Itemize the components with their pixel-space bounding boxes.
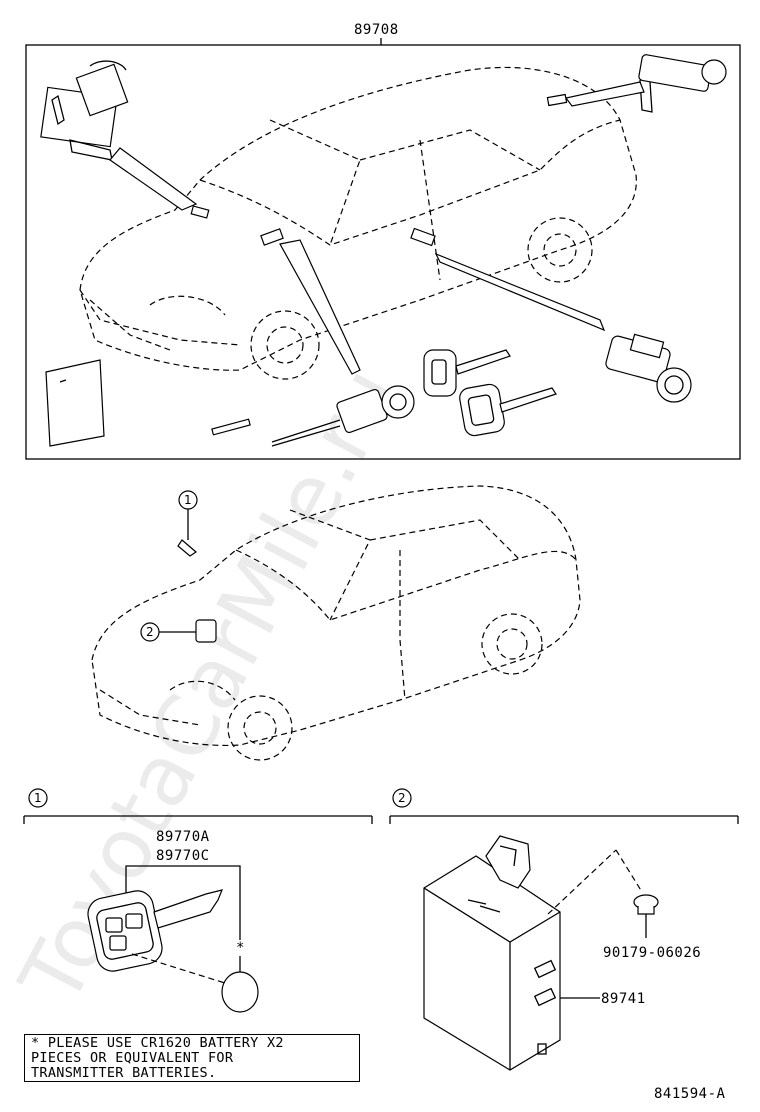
detail-1-frame xyxy=(23,788,373,824)
receiver-unit-illustration xyxy=(40,60,210,219)
battery-note-line-1: * PLEASE USE CR1620 BATTERY X2 xyxy=(31,1035,284,1051)
battery-illustration xyxy=(221,956,259,1013)
trunk-lock-illustration xyxy=(546,54,727,113)
key-illustration-top xyxy=(423,349,557,437)
detail-1-ref: 1 xyxy=(34,791,42,805)
top-car-illustration xyxy=(79,66,637,380)
callout-1 xyxy=(177,490,198,557)
detail-2-module-part: 89741 xyxy=(601,991,646,1007)
detail-2-clip-part: 90179-06026 xyxy=(603,945,701,961)
battery-note: * PLEASE USE CR1620 BATTERY X2 PIECES OR… xyxy=(24,1034,360,1082)
kit-box xyxy=(25,38,741,460)
detail-2-frame xyxy=(389,788,739,824)
battery-note-line-3: TRANSMITTER BATTERIES. xyxy=(31,1065,217,1081)
diagram-id: 841594-A xyxy=(654,1086,726,1102)
watermark: ToyotaCarMile.ru xyxy=(1,352,418,1020)
battery-note-line-2: PIECES OR EQUIVALENT FOR xyxy=(31,1050,234,1066)
callout-1-label: 1 xyxy=(184,493,192,507)
transmitter-key-illustration xyxy=(87,865,241,985)
owner-manual-illustration xyxy=(45,359,105,447)
clip-illustration xyxy=(633,894,659,938)
ignition-cylinder-illustration xyxy=(211,385,415,447)
kit-part-number: 89708 xyxy=(354,22,399,38)
ignition-pointer xyxy=(260,228,361,375)
detail-2-ref: 2 xyxy=(398,791,406,805)
detail-1-part-c: 89770C xyxy=(156,848,210,864)
receiver-module-illustration xyxy=(423,835,643,1071)
middle-car-illustration xyxy=(91,485,581,761)
battery-asterisk: * xyxy=(236,940,245,956)
detail-1-part-a: 89770A xyxy=(156,829,210,845)
callout-2 xyxy=(140,619,217,643)
callout-2-label: 2 xyxy=(146,625,154,639)
door-lock-cylinder-illustration xyxy=(410,227,692,403)
